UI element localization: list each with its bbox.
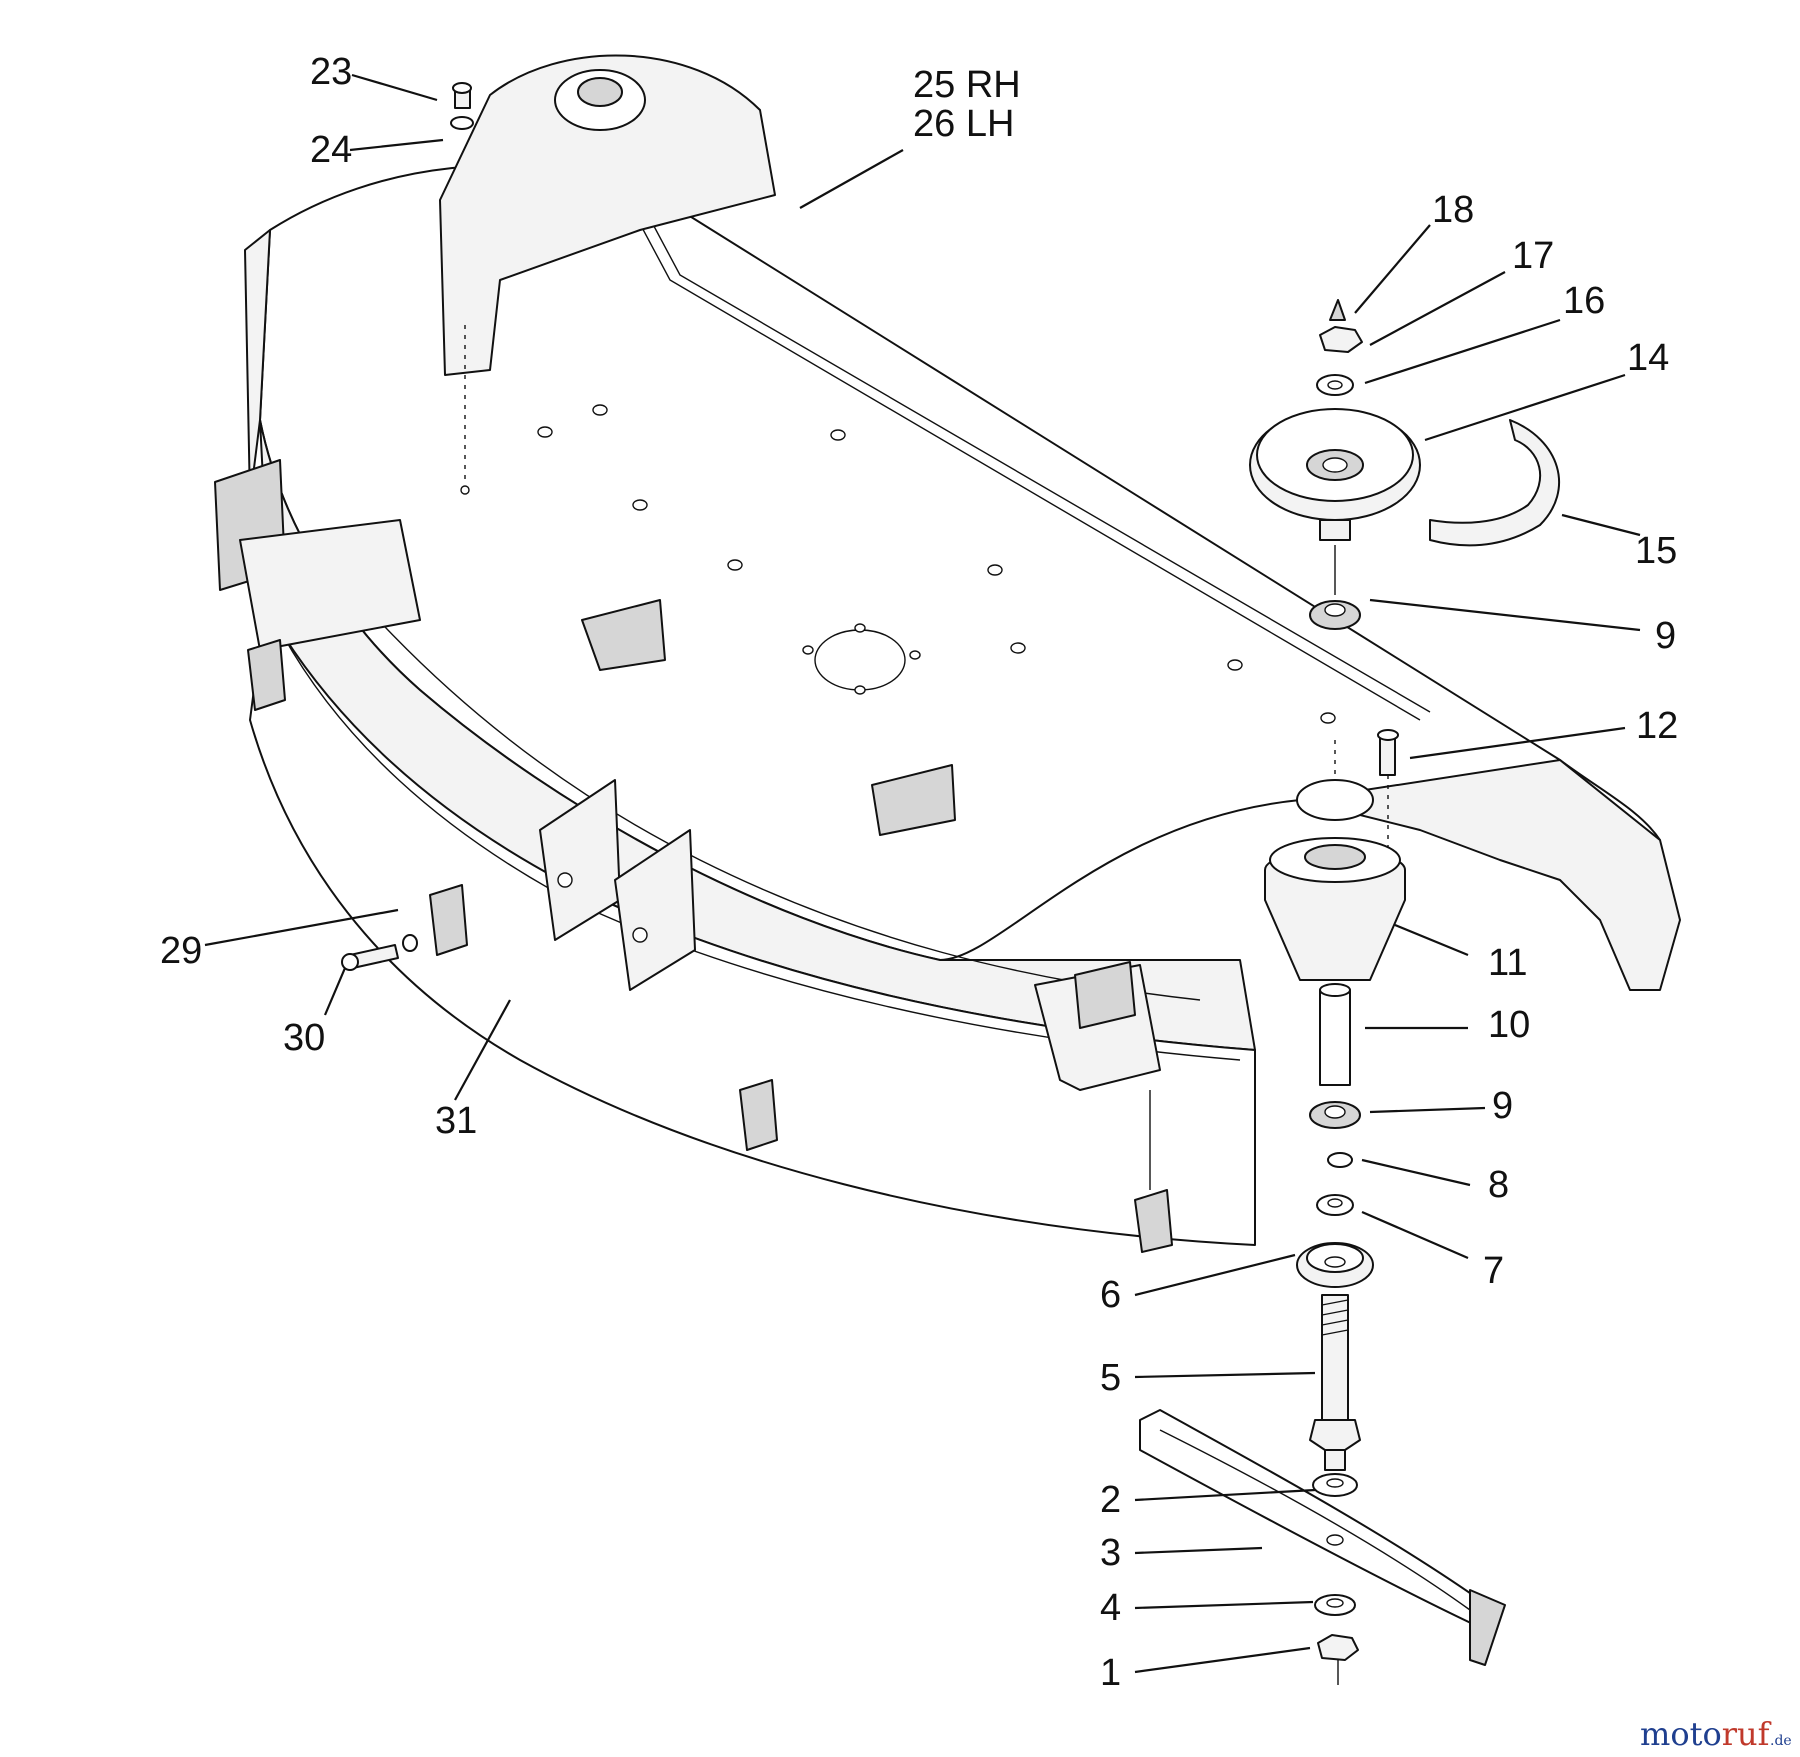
callout-9-upper: 9 — [1655, 615, 1676, 657]
callout-11: 11 — [1488, 942, 1527, 984]
callout-24: 24 — [310, 129, 352, 171]
callout-14: 14 — [1627, 337, 1669, 379]
callout-4: 4 — [1100, 1587, 1121, 1629]
callout-2: 2 — [1100, 1479, 1121, 1521]
deck-shell — [214, 164, 1681, 1253]
watermark-logo: motoruf .de — [1640, 1715, 1792, 1753]
svg-text:motoruf: motoruf — [1640, 1715, 1772, 1753]
callout-16: 16 — [1563, 280, 1605, 322]
callout-23: 23 — [310, 51, 352, 93]
callout-6: 6 — [1100, 1274, 1121, 1316]
callout-12: 12 — [1636, 705, 1678, 747]
callout-labels: 23 24 25 RH 26 LH 18 17 16 14 15 9 12 11… — [160, 51, 1678, 1694]
callout-29: 29 — [160, 930, 202, 972]
spindle-assembly — [1139, 299, 1561, 1685]
callout-17: 17 — [1512, 235, 1554, 277]
callout-15: 15 — [1635, 530, 1677, 572]
leader-lines — [204, 73, 1641, 1674]
callout-30: 30 — [283, 1017, 325, 1059]
callout-1: 1 — [1100, 1652, 1121, 1694]
callout-9-lower: 9 — [1492, 1085, 1513, 1127]
callout-26-lh: 26 LH — [913, 103, 1014, 145]
small-hardware — [341, 82, 474, 971]
callout-10: 10 — [1488, 1004, 1530, 1046]
callout-25-rh: 25 RH — [913, 64, 1021, 106]
callout-8: 8 — [1488, 1164, 1509, 1206]
callout-31: 31 — [435, 1100, 477, 1142]
callout-3: 3 — [1100, 1532, 1121, 1574]
callout-5: 5 — [1100, 1357, 1121, 1399]
svg-text:.de: .de — [1770, 1733, 1792, 1749]
callout-7: 7 — [1483, 1250, 1504, 1292]
callout-18: 18 — [1432, 189, 1474, 231]
belt-shield — [439, 54, 776, 495]
